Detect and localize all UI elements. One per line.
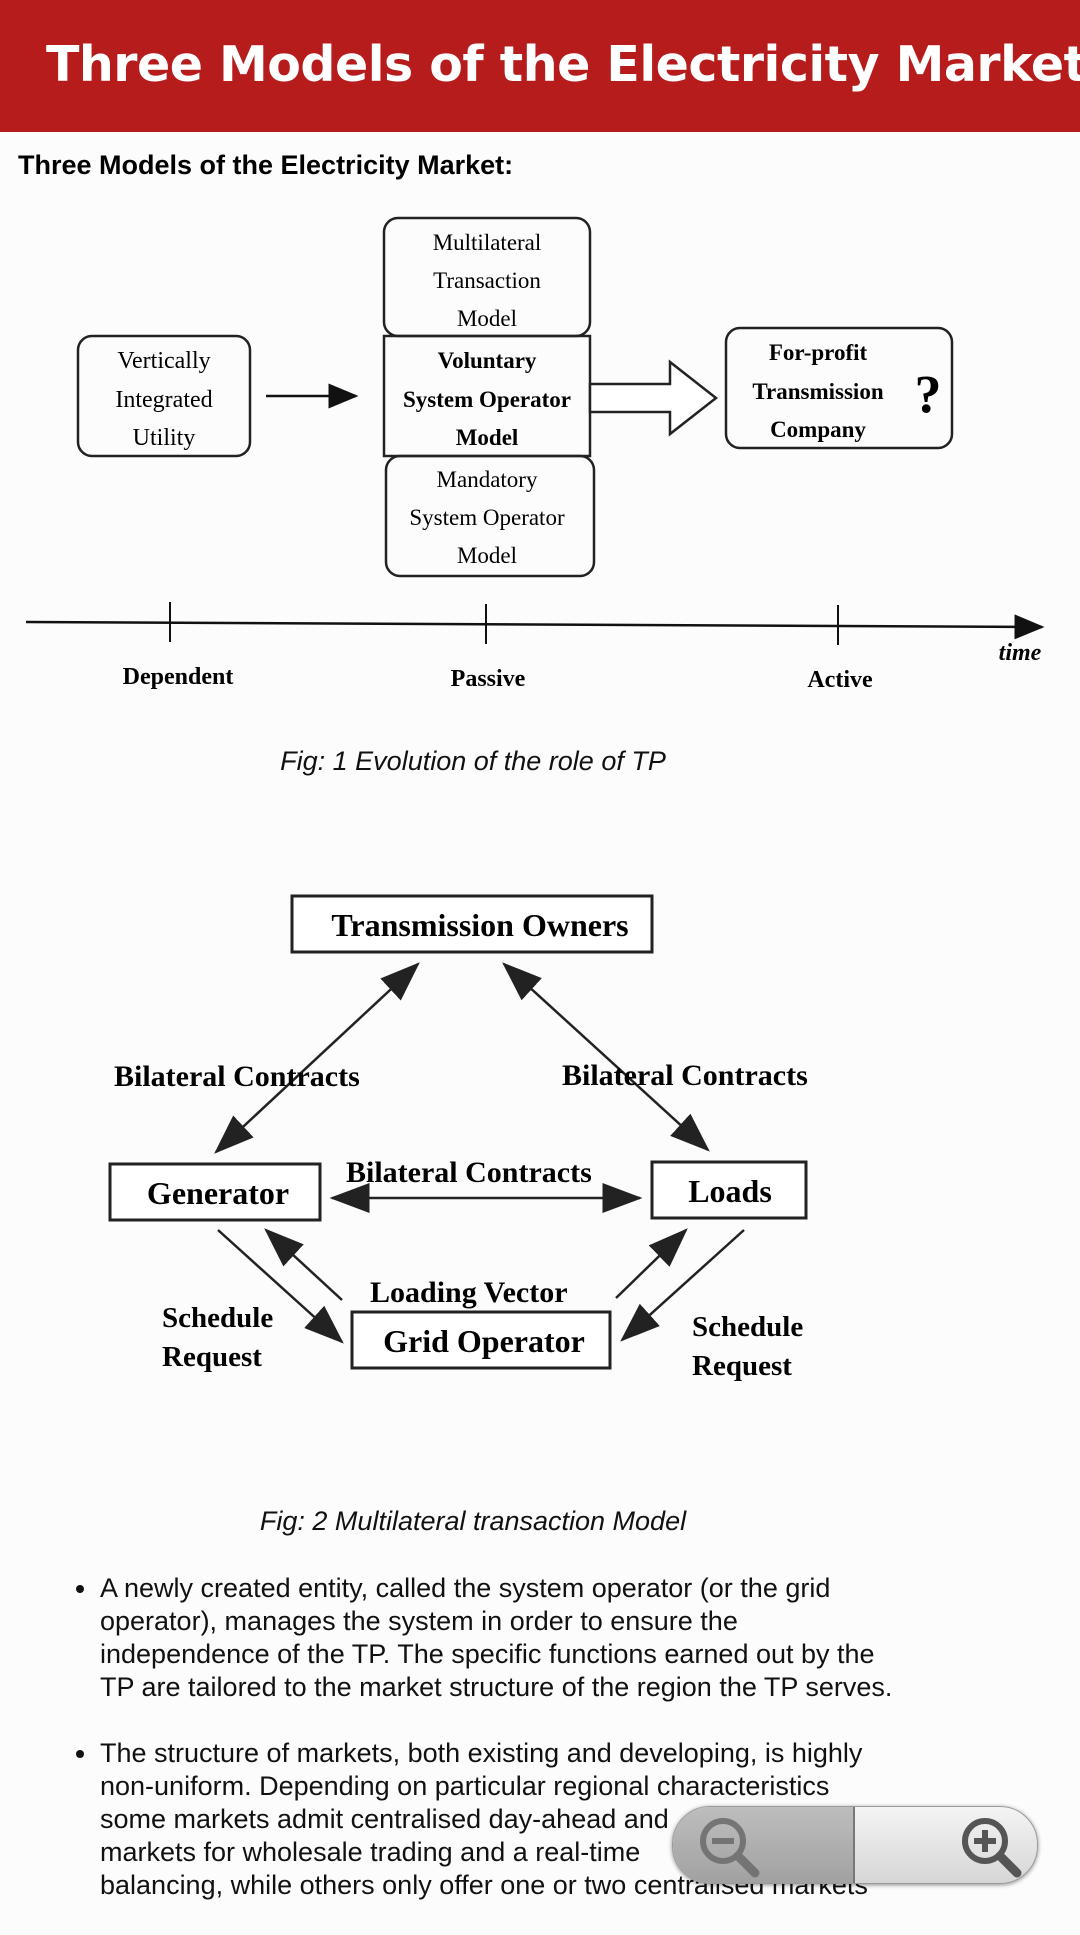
label-passive: Passive	[451, 666, 526, 692]
label-bilateral-right: Bilateral Contracts	[562, 1059, 808, 1092]
bullet-list: A newly created entity, called the syste…	[74, 1572, 954, 1935]
label-dependent: Dependent	[123, 664, 234, 690]
label-schedule-right-1: Schedule	[692, 1311, 803, 1343]
loads-label: Loads	[688, 1173, 772, 1209]
fp-line-1: For-profit	[769, 340, 868, 365]
bullet-item: The structure of markets, both existing …	[74, 1737, 954, 1902]
figure1-caption: Fig: 1 Evolution of the role of TP	[280, 746, 666, 776]
label-schedule-left-2: Request	[162, 1341, 262, 1373]
fp-line-2: Transmission	[752, 379, 883, 404]
bullet-line: TP are tailored to the market structure …	[100, 1672, 893, 1702]
figure1-diagram: Vertically Integrated Utility Multilater…	[25, 216, 1045, 693]
zoom-out-button[interactable]	[673, 1807, 855, 1883]
label-active: Active	[807, 667, 873, 693]
grid-operator-label: Grid Operator	[383, 1323, 585, 1359]
arrow-grid-generator	[264, 1228, 343, 1301]
loads-box	[650, 1160, 808, 1220]
vi-line-2: Integrated	[115, 387, 212, 413]
generator-label: Generator	[147, 1175, 289, 1211]
ml-line-2: Transaction	[433, 268, 541, 293]
bullet-item: A newly created entity, called the syste…	[74, 1572, 954, 1704]
figure-evolution-of-tp-role: Vertically Integrated Utility Multilater…	[0, 200, 1080, 710]
arrow-generator-grid	[217, 1229, 344, 1344]
bullet-line: markets for wholesale trading and a real…	[100, 1837, 641, 1867]
label-loading-vector: Loading Vector	[370, 1276, 568, 1309]
for-profit-box	[724, 326, 954, 450]
arrow-to-loads	[502, 962, 710, 1152]
label-bilateral-left: Bilateral Contracts	[114, 1060, 360, 1093]
mandatory-box	[384, 454, 596, 578]
label-schedule-left-1: Schedule	[162, 1302, 273, 1334]
bullet-dot	[76, 1585, 84, 1593]
man-line-3: Model	[457, 543, 517, 568]
label-bilateral-middle: Bilateral Contracts	[346, 1156, 592, 1189]
vi-line-3: Utility	[133, 425, 196, 451]
bullet-line: operator), manages the system in order t…	[100, 1606, 738, 1636]
vol-line-1: Voluntary	[438, 348, 537, 373]
zoom-in-button[interactable]	[855, 1807, 1037, 1883]
vi-line-1: Vertically	[117, 348, 210, 374]
zoom-out-icon	[700, 1818, 760, 1878]
fp-line-3: Company	[770, 417, 866, 442]
zoom-controls	[672, 1806, 1038, 1884]
figure-multilateral-model: Transmission Owners Generator Loads Grid…	[0, 880, 1080, 1400]
app-bar: Three Models of the Electricity Market	[0, 0, 1080, 132]
arrow-to-generator	[214, 962, 420, 1154]
generator-box	[108, 1162, 322, 1222]
zoom-in-icon	[962, 1818, 1022, 1878]
question-mark: ?	[915, 364, 942, 424]
figure2-diagram: Transmission Owners Generator Loads Grid…	[108, 894, 808, 1382]
label-schedule-right-2: Request	[692, 1350, 792, 1382]
time-axis	[25, 614, 1045, 640]
bullet-dot	[76, 1750, 84, 1758]
vol-line-3: Model	[456, 425, 519, 450]
bullet-line: some markets admit centralised day-ahead…	[100, 1804, 669, 1834]
arrow-loads-grid	[620, 1229, 745, 1342]
grid-operator-box	[350, 1310, 612, 1370]
transmission-owners-box	[290, 894, 654, 954]
bullet-line: non-uniform. Depending on particular reg…	[100, 1771, 830, 1801]
ml-line-1: Multilateral	[433, 230, 542, 255]
figure2-caption: Fig: 2 Multilateral transaction Model	[259, 1506, 687, 1536]
hollow-arrow	[588, 359, 719, 437]
transmission-owners-label: Transmission Owners	[331, 907, 628, 943]
label-time: time	[999, 640, 1042, 666]
bullet-line: independence of the TP. The specific fun…	[100, 1639, 875, 1669]
app-title: Three Models of the Electricity Market	[46, 36, 1080, 93]
ml-line-3: Model	[457, 306, 517, 331]
man-line-1: Mandatory	[437, 467, 538, 492]
man-line-2: System Operator	[409, 505, 565, 530]
vol-line-2: System Operator	[403, 387, 571, 412]
bullet-line: A newly created entity, called the syste…	[100, 1573, 831, 1603]
vertically-integrated-box	[76, 334, 252, 458]
section-heading: Three Models of the Electricity Market:	[18, 150, 514, 180]
arrow-grid-loads	[615, 1228, 688, 1299]
bullet-line: The structure of markets, both existing …	[100, 1738, 863, 1768]
